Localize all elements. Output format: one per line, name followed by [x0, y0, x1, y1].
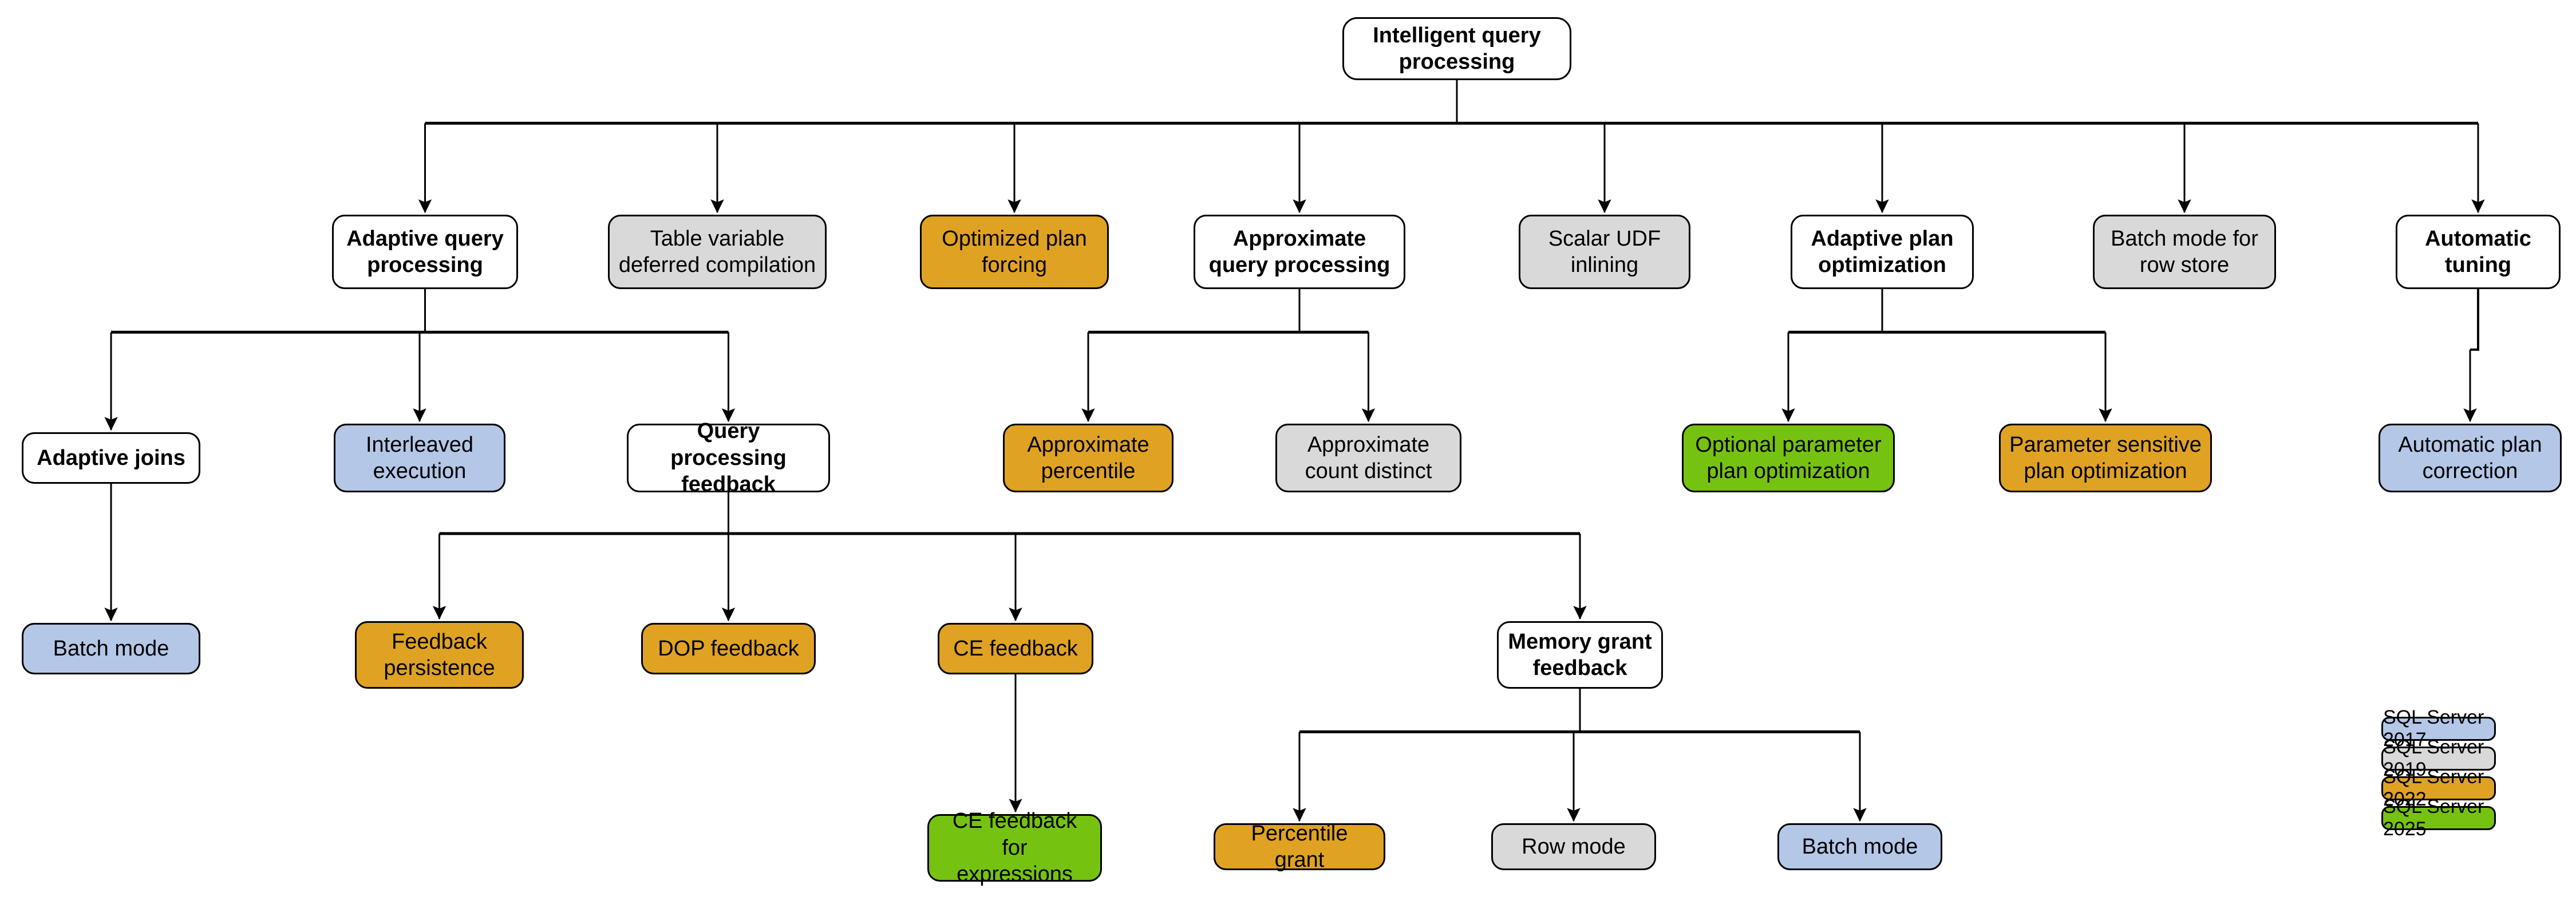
node-ie[interactable]: Interleaved execution: [334, 424, 505, 492]
node-root[interactable]: Intelligent query processing: [1342, 17, 1571, 80]
node-dopf[interactable]: DOP feedback: [641, 623, 816, 674]
node-pg[interactable]: Percentile grant: [1214, 822, 1385, 872]
legend-item-sql-server-2017: SQL Server 2017: [2381, 706, 2496, 751]
node-apc[interactable]: Automatic plan correction: [2379, 424, 2562, 492]
node-cefe[interactable]: CE feedback for expressions: [927, 809, 1102, 886]
node-apo[interactable]: Adaptive plan optimization: [1791, 215, 1974, 289]
node-aj[interactable]: Adaptive joins: [22, 432, 200, 484]
node-bm2[interactable]: Batch mode: [1777, 823, 1942, 870]
node-qpf[interactable]: Query processing feedback: [627, 419, 830, 496]
node-acd[interactable]: Approximate count distinct: [1275, 424, 1461, 492]
node-udf[interactable]: Scalar UDF inlining: [1519, 215, 1690, 289]
node-bm1[interactable]: Batch mode: [22, 623, 200, 674]
legend-item-sql-server-2025: SQL Server 2025: [2381, 796, 2496, 840]
node-apq[interactable]: Approximate query processing: [1194, 215, 1405, 289]
node-ap[interactable]: Approximate percentile: [1003, 424, 1174, 492]
node-at[interactable]: Automatic tuning: [2396, 215, 2561, 289]
node-pspo[interactable]: Parameter sensitive plan optimization: [1999, 424, 2212, 492]
node-oppo[interactable]: Optional parameter plan optimization: [1682, 424, 1895, 492]
node-bmrs[interactable]: Batch mode for row store: [2093, 215, 2276, 289]
node-aqp[interactable]: Adaptive query processing: [332, 215, 518, 289]
node-mgf[interactable]: Memory grant feedback: [1497, 621, 1663, 689]
legend-item-sql-server-2022: SQL Server 2022: [2381, 766, 2496, 810]
node-fp[interactable]: Feedback persistence: [355, 621, 524, 689]
node-opf[interactable]: Optimized plan forcing: [920, 215, 1109, 289]
node-rm[interactable]: Row mode: [1491, 823, 1656, 870]
node-tvdc[interactable]: Table variable deferred compilation: [608, 215, 827, 289]
connector: [2470, 289, 2479, 351]
node-cef[interactable]: CE feedback: [938, 623, 1093, 674]
